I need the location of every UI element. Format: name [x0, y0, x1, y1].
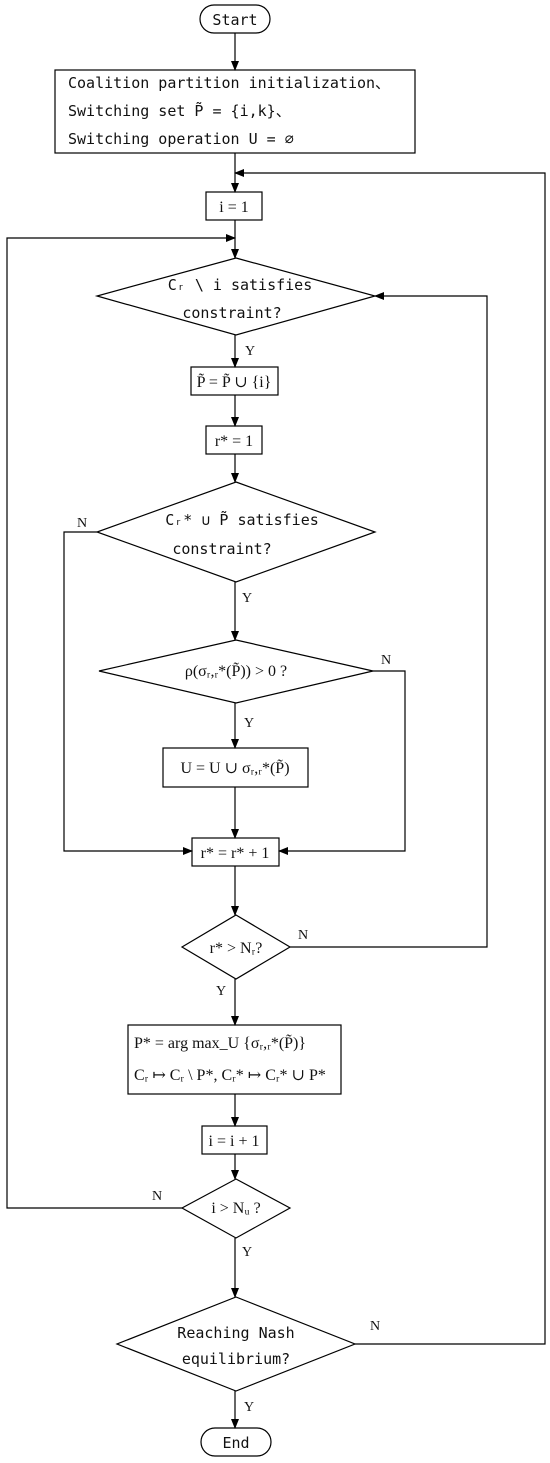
decision-cstar-constraint — [95, 481, 377, 583]
init-line-2: Switching set P̃ = {i,k}、 — [68, 101, 291, 120]
incr-i-box — [201, 1125, 268, 1155]
decision-nash-line-2: equilibrium? — [182, 1350, 290, 1368]
decision-i-gt — [180, 1178, 292, 1239]
set-i-label: i = 1 — [219, 199, 248, 216]
init-line-1: Coalition partition initialization、 — [68, 74, 390, 92]
select-line-2: Cᵣ ↦ Cᵣ \ P*, Cᵣ* ↦ Cᵣ* ∪ P* — [134, 1067, 326, 1084]
update-p-box — [190, 366, 279, 396]
loop-r-gt-no — [290, 292, 488, 948]
decision-cstar-line-2: constraint? — [172, 540, 271, 558]
decision-i-gt-label: i > Nᵤ ? — [211, 1200, 260, 1217]
set-r-label: r* = 1 — [215, 433, 253, 450]
label-y-i-gt: Y — [242, 1245, 252, 1260]
decision-r-gt-label: r* > Nᵣ? — [210, 940, 263, 957]
label-y-nash: Y — [244, 1400, 254, 1415]
incr-r-label: r* = r* + 1 — [201, 845, 270, 862]
loop-nash-no — [234, 169, 546, 1345]
decision-rho — [98, 639, 374, 704]
start-label: Start — [212, 11, 257, 29]
init-box — [54, 69, 416, 154]
label-n-rho: N — [381, 653, 391, 668]
end-label: End — [222, 1434, 249, 1452]
decision-nash-line-1: Reaching Nash — [177, 1324, 294, 1342]
decision-rho-label: ρ(σᵣ,ᵣ*(P̃)) > 0 ? — [185, 662, 287, 680]
decision-cr-line-2: constraint? — [182, 304, 281, 322]
set-r-box — [205, 425, 263, 455]
loop-rho-no — [278, 670, 406, 855]
update-u-label: U = U ∪ σᵣ,ᵣ*(P̃) — [180, 759, 289, 777]
label-n-i-gt: N — [152, 1189, 162, 1204]
decision-cr-line-1: Cᵣ \ i satisfies — [168, 276, 313, 294]
decision-r-gt — [180, 914, 292, 980]
label-n-r-gt: N — [298, 928, 308, 943]
label-n-cstar: N — [77, 516, 87, 531]
decision-cr-constraint — [94, 257, 378, 336]
select-line-1: P* = arg max_U {σᵣ,ᵣ*(P̃)} — [134, 1034, 306, 1052]
loop-i-gt-no — [6, 234, 236, 1209]
loop-cstar-no — [63, 531, 193, 855]
label-y-cstar: Y — [242, 591, 252, 606]
label-y-rho: Y — [244, 716, 254, 731]
label-y-r-gt: Y — [216, 984, 226, 999]
decision-nash — [115, 1296, 357, 1392]
decision-cstar-line-1: Cᵣ* ∪ P̃ satisfies — [165, 510, 319, 529]
label-n-nash: N — [370, 1319, 380, 1334]
init-line-3: Switching operation U = ∅ — [68, 130, 294, 148]
incr-i-label: i = i + 1 — [209, 1133, 260, 1150]
label-y-cr: Y — [245, 344, 255, 359]
update-p-label: P̃ = P̃ ∪ {i} — [197, 373, 272, 391]
